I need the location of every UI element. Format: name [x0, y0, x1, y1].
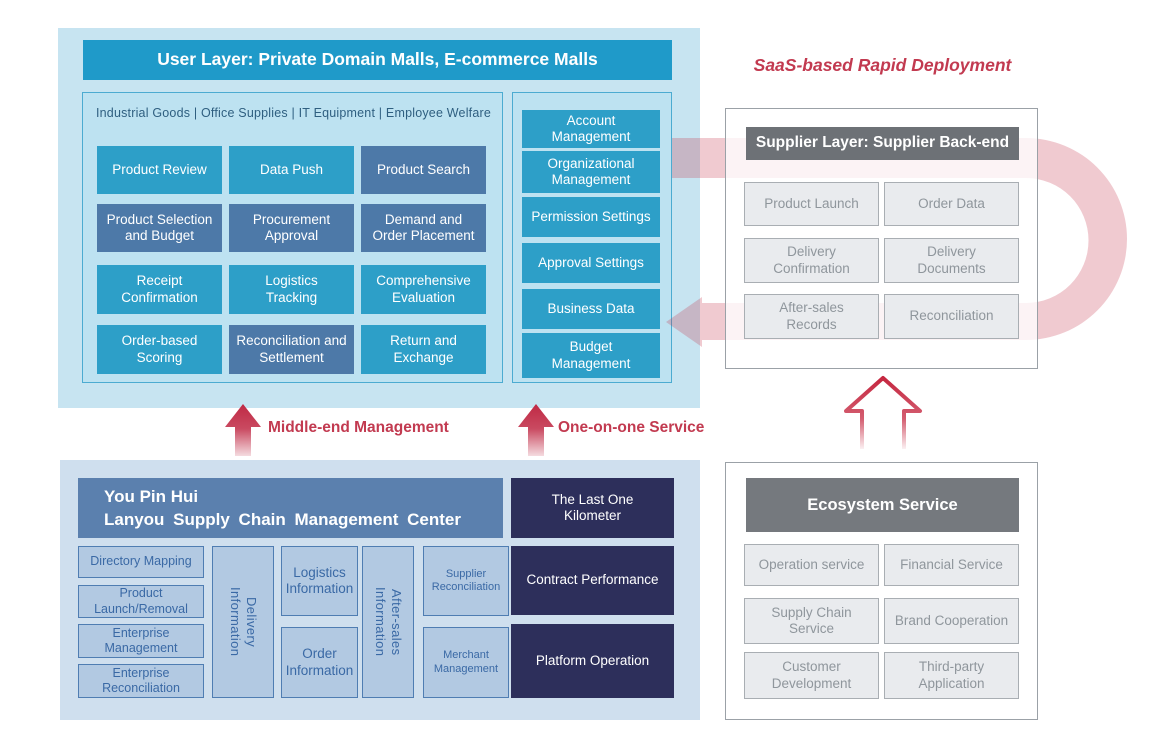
admin-box-business-data: Business Data: [522, 289, 660, 329]
supplier-box-order-data: Order Data: [884, 182, 1019, 226]
eco-box-customer-development: Customer Development: [744, 652, 879, 699]
supplier-layer-panel: Supplier Layer: Supplier Back-end Produc…: [725, 108, 1038, 369]
admin-box-approval-settings: Approval Settings: [522, 243, 660, 283]
user-grid-box-procurement-approval: Procurement Approval: [229, 204, 354, 252]
center-box-merchant-management: Merchant Management: [423, 627, 509, 698]
middle-end-up-arrow-icon: [225, 404, 261, 456]
user-grid-box-return-exchange: Return and Exchange: [361, 325, 486, 374]
user-grid-box-logistics-tracking: Logistics Tracking: [229, 265, 354, 314]
user-grid-box-order-scoring: Order-based Scoring: [97, 325, 222, 374]
goods-category-strip: Industrial Goods | Office Supplies | IT …: [95, 106, 492, 121]
admin-box-budget-management: Budget Management: [522, 333, 660, 378]
supplier-box-delivery-confirmation: Delivery Confirmation: [744, 238, 879, 283]
saas-deployment-label: SaaS-based Rapid Deployment: [753, 55, 1012, 75]
one-on-one-service-label: One-on-one Service: [558, 419, 705, 436]
supplier-box-product-launch: Product Launch: [744, 182, 879, 226]
middle-end-management-label: Middle-end Management: [268, 419, 449, 436]
supplier-box-reconciliation: Reconciliation: [884, 294, 1019, 339]
admin-functions-subpanel: Account Management Organizational Manage…: [512, 92, 672, 383]
user-layer-header: User Layer: Private Domain Malls, E-comm…: [83, 40, 672, 80]
admin-box-account-management: Account Management: [522, 110, 660, 148]
one-on-one-up-arrow-icon: [518, 404, 554, 456]
management-center-title-line1: You Pin Hui: [104, 486, 199, 506]
supplier-box-delivery-documents: Delivery Documents: [884, 238, 1019, 283]
supplier-layer-header: Supplier Layer: Supplier Back-end: [746, 127, 1019, 160]
center-box-product-launch-removal: Product Launch/Removal: [78, 585, 204, 618]
supplier-box-after-sales-records: After-sales Records: [744, 294, 879, 339]
ecosystem-service-panel: Ecosystem Service Operation service Fina…: [725, 462, 1038, 720]
navy-box-contract-performance: Contract Performance: [511, 546, 674, 615]
center-vertical-box-delivery-information: Delivery Information: [212, 546, 274, 698]
eco-box-third-party-application: Third-party Application: [884, 652, 1019, 699]
user-grid-box-comprehensive-evaluation: Comprehensive Evaluation: [361, 265, 486, 314]
navy-box-last-one-kilometer: The Last One Kilometer: [511, 478, 674, 538]
user-grid-box-product-review: Product Review: [97, 146, 222, 194]
ecosystem-service-header: Ecosystem Service: [746, 478, 1019, 532]
ecosystem-outline-up-arrow-icon: [844, 376, 922, 449]
mall-functions-subpanel: Industrial Goods | Office Supplies | IT …: [82, 92, 503, 383]
user-grid-box-data-push: Data Push: [229, 146, 354, 194]
center-box-logistics-information: Logistics Information: [281, 546, 358, 616]
management-center-panel: You Pin Hui Lanyou Supply Chain Manageme…: [60, 460, 700, 720]
eco-box-operation-service: Operation service: [744, 544, 879, 586]
eco-box-supply-chain-service: Supply Chain Service: [744, 598, 879, 644]
user-grid-box-demand-order: Demand and Order Placement: [361, 204, 486, 252]
center-vertical-box-after-sales-information: After-sales Information: [362, 546, 414, 698]
center-box-order-information: Order Information: [281, 627, 358, 698]
center-box-enterprise-reconciliation: Enterprise Reconciliation: [78, 664, 204, 698]
eco-box-brand-cooperation: Brand Cooperation: [884, 598, 1019, 644]
center-box-enterprise-management: Enterprise Management: [78, 624, 204, 658]
admin-box-organizational-management: Organizational Management: [522, 151, 660, 193]
center-box-directory-mapping: Directory Mapping: [78, 546, 204, 578]
center-box-supplier-reconciliation: Supplier Reconciliation: [423, 546, 509, 616]
eco-box-financial-service: Financial Service: [884, 544, 1019, 586]
management-center-title-line2: Lanyou Supply Chain Management Center: [104, 509, 461, 529]
user-grid-box-reconciliation-settlement: Reconciliation and Settlement: [229, 325, 354, 374]
user-grid-box-product-selection: Product Selection and Budget: [97, 204, 222, 252]
user-layer-panel: User Layer: Private Domain Malls, E-comm…: [58, 28, 700, 408]
navy-box-platform-operation: Platform Operation: [511, 624, 674, 698]
user-grid-box-receipt-confirmation: Receipt Confirmation: [97, 265, 222, 314]
management-center-header: You Pin Hui Lanyou Supply Chain Manageme…: [78, 478, 503, 538]
user-grid-box-product-search: Product Search: [361, 146, 486, 194]
admin-box-permission-settings: Permission Settings: [522, 197, 660, 237]
